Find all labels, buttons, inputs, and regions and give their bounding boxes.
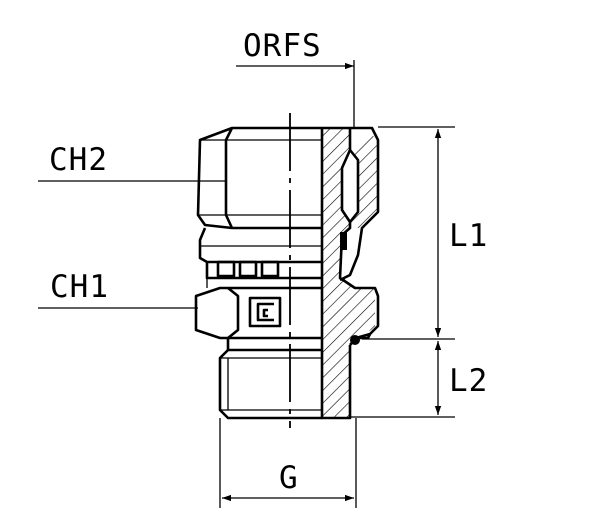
- nut-section-hatch: [350, 135, 378, 228]
- inner-o-ring: [340, 232, 347, 250]
- marking-square-1: [216, 260, 236, 278]
- body-hex-edge: [227, 286, 240, 340]
- ch2-label: CH2: [49, 142, 108, 178]
- nut-hex-ch2: [196, 126, 322, 230]
- section-hatch: [322, 128, 375, 418]
- nut-skirt: [198, 227, 322, 264]
- nut-outline: [322, 126, 380, 282]
- ch1-label: CH1: [50, 269, 109, 305]
- o-ring-seal: [350, 335, 360, 345]
- body-neck: [226, 338, 322, 352]
- inner-seat: [348, 149, 360, 223]
- nut-hex-edge: [224, 127, 234, 229]
- body-hex-ch1: [194, 286, 322, 340]
- l1-label: L1: [449, 218, 488, 254]
- marking-square-3: [260, 260, 280, 278]
- orfs-label: ORFS: [243, 28, 322, 64]
- dimensions: [38, 60, 455, 508]
- exterior-view: [194, 126, 322, 420]
- thread-g: [218, 349, 322, 420]
- g-label: G: [279, 460, 299, 496]
- c-logo-mark-icon: [248, 296, 282, 328]
- seal-groove: [356, 333, 372, 340]
- bore-line: [338, 128, 380, 346]
- section-view: [320, 126, 380, 420]
- l2-label: L2: [449, 363, 488, 399]
- marking-square-2: [238, 260, 258, 278]
- thread-ends: [220, 357, 322, 411]
- section-outline: [320, 128, 352, 420]
